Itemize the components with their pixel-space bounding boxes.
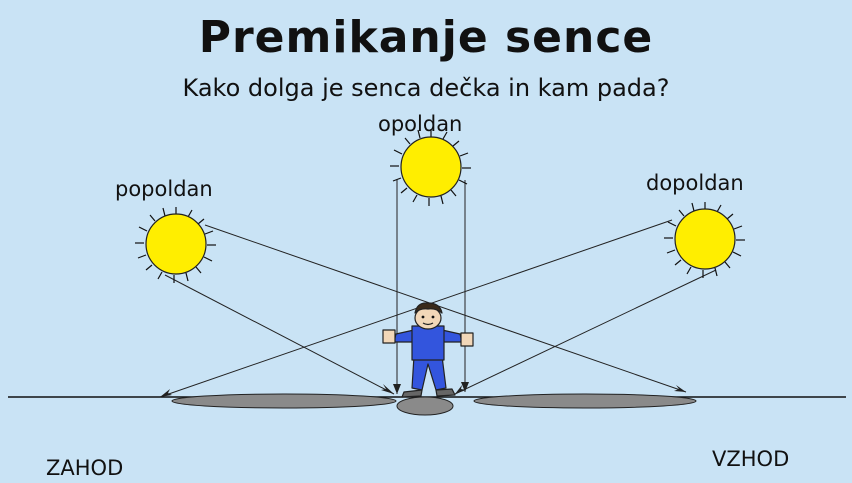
sun-noon-icon xyxy=(390,129,471,206)
sun-afternoon-icon xyxy=(135,207,216,283)
page-title: Premikanje sence xyxy=(198,12,654,63)
direction-east-label: VZHOD xyxy=(712,447,790,471)
rays-afternoon xyxy=(164,224,687,395)
shadow-noon xyxy=(396,396,454,416)
sun-label-afternoon: popoldan xyxy=(115,177,213,201)
sun-label-noon: opoldan xyxy=(378,112,463,136)
shadow-east xyxy=(473,393,697,409)
boy-shoe-right xyxy=(435,388,456,397)
boy-hand-right xyxy=(460,332,474,347)
rays-noon xyxy=(396,180,466,394)
question-text: Kako dolga je senca dečka in kam pada? xyxy=(182,74,670,102)
boy-figure xyxy=(382,302,474,398)
boy-shoe-left xyxy=(401,389,423,398)
boy-hand-left xyxy=(382,329,396,344)
boy-legs xyxy=(411,355,447,391)
sun-morning-icon xyxy=(664,202,745,278)
boy-arm-right xyxy=(441,329,463,343)
sun-label-morning: dopoldan xyxy=(646,171,744,195)
boy-torso xyxy=(411,325,445,361)
direction-west-label: ZAHOD xyxy=(46,456,124,480)
shadow-west xyxy=(171,393,397,409)
boy-hair xyxy=(414,302,443,314)
ray-arrowheads xyxy=(160,382,686,397)
